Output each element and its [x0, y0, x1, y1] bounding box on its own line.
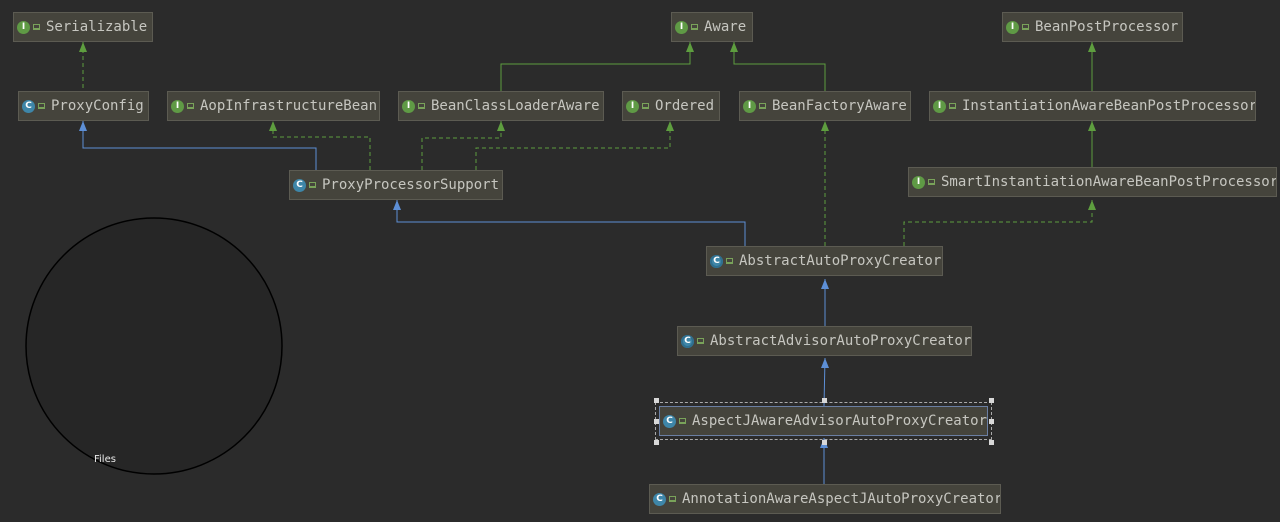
edge-bcla-aware	[500, 42, 691, 91]
node-label: AopInfrastructureBean	[200, 98, 378, 114]
node-proxy-processor-support[interactable]: C ProxyProcessorSupport	[289, 170, 503, 200]
edge-aapc-pps	[396, 200, 746, 246]
visibility-icon	[669, 496, 676, 502]
files-label: Files	[94, 454, 116, 465]
interface-icon: I	[933, 99, 946, 113]
green-arrowheads	[79, 42, 1096, 210]
interface-icon: I	[675, 20, 688, 34]
node-aware[interactable]: I Aware	[671, 12, 753, 42]
visibility-icon	[697, 338, 704, 344]
class-icon: C	[653, 492, 666, 506]
implements-edges	[82, 42, 1093, 246]
arrowhead	[79, 121, 87, 131]
edge-pps-ordered	[475, 121, 671, 170]
node-label: ProxyConfig	[51, 98, 144, 114]
visibility-icon	[309, 182, 316, 188]
visibility-icon	[33, 24, 40, 30]
abstract-class-icon: C	[710, 254, 723, 268]
node-label: BeanClassLoaderAware	[431, 98, 600, 114]
edge-pps-beanclassloaderaware	[421, 121, 502, 170]
node-aspectj-aware-advisor-auto-proxy-creator[interactable]: C AspectJAwareAdvisorAutoProxyCreator	[655, 402, 992, 440]
node-label: BeanFactoryAware	[772, 98, 907, 114]
selection-handle-middle-right[interactable]	[989, 419, 994, 424]
node-ordered[interactable]: I Ordered	[622, 91, 720, 121]
arrowhead	[497, 121, 505, 131]
visibility-icon	[679, 418, 686, 424]
interface-icon: I	[912, 175, 925, 189]
node-label: AbstractAutoProxyCreator	[739, 253, 942, 269]
interface-icon: I	[402, 99, 415, 113]
node-instantiation-aware-bpp[interactable]: I InstantiationAwareBeanPostProcessor	[929, 91, 1256, 121]
arrowhead	[821, 279, 829, 289]
arrowhead	[821, 121, 829, 131]
node-proxy-config[interactable]: C ProxyConfig	[18, 91, 149, 121]
node-label: AnnotationAwareAspectJAutoProxyCreator	[682, 491, 1001, 507]
selection-handle-top-left[interactable]	[654, 398, 659, 403]
node-label: Aware	[704, 19, 747, 35]
node-label: SmartInstantiationAwareBeanPostProcessor	[941, 174, 1277, 190]
node-annotation-aware-aspectj-auto-proxy-creator[interactable]: C AnnotationAwareAspectJAutoProxyCreator	[649, 484, 1001, 514]
class-icon: C	[663, 414, 676, 428]
edge-pps-aopinfrastructurebean	[272, 121, 371, 170]
interface-icon: I	[626, 99, 639, 113]
visibility-icon	[187, 103, 194, 109]
visibility-icon	[691, 24, 698, 30]
visibility-icon	[642, 103, 649, 109]
node-label: ProxyProcessorSupport	[322, 177, 500, 193]
visibility-icon	[726, 258, 733, 264]
node-label: Serializable	[46, 19, 148, 35]
edge-aapc-smartinstantiation	[903, 200, 1093, 246]
arrowhead	[1088, 200, 1096, 210]
arrowhead	[666, 121, 674, 131]
selection-handle-top-right[interactable]	[989, 398, 994, 403]
node-bean-post-processor[interactable]: I BeanPostProcessor	[1002, 12, 1183, 42]
class-icon: C	[22, 99, 35, 113]
node-label: BeanPostProcessor	[1035, 19, 1179, 35]
visibility-icon	[38, 103, 45, 109]
node-label: AbstractAdvisorAutoProxyCreator	[710, 333, 972, 349]
visibility-icon	[928, 179, 935, 185]
arrowhead	[730, 42, 738, 52]
arrowhead	[686, 42, 694, 52]
interface-icon: I	[743, 99, 756, 113]
arrowhead	[393, 200, 401, 210]
arrowhead	[269, 121, 277, 131]
node-label: AspectJAwareAdvisorAutoProxyCreator	[692, 413, 988, 429]
visibility-icon	[1022, 24, 1029, 30]
abstract-class-icon: C	[681, 334, 694, 348]
node-bean-class-loader-aware[interactable]: I BeanClassLoaderAware	[398, 91, 604, 121]
visibility-icon	[949, 103, 956, 109]
node-aop-infrastructure-bean[interactable]: I AopInfrastructureBean	[167, 91, 380, 121]
edge-pps-proxyconfig	[82, 121, 317, 170]
interface-icon: I	[171, 99, 184, 113]
overlay-circle	[25, 217, 283, 475]
node-abstract-advisor-auto-proxy-creator[interactable]: C AbstractAdvisorAutoProxyCreator	[677, 326, 972, 356]
arrowhead	[1088, 121, 1096, 131]
interface-icon: I	[1006, 20, 1019, 34]
node-serializable[interactable]: I Serializable	[13, 12, 153, 42]
arrowhead	[79, 42, 87, 52]
selection-handle-top-middle[interactable]	[822, 398, 827, 403]
visibility-icon	[759, 103, 766, 109]
node-smart-instantiation-aware-bpp[interactable]: I SmartInstantiationAwareBeanPostProcess…	[908, 167, 1277, 197]
node-label: Ordered	[655, 98, 715, 114]
node-label: InstantiationAwareBeanPostProcessor	[962, 98, 1256, 114]
visibility-icon	[418, 103, 425, 109]
arrowhead	[821, 358, 829, 368]
edge-bfa-aware	[733, 42, 826, 91]
selection-handle-middle-left[interactable]	[654, 419, 659, 424]
selection-handle-bottom-left[interactable]	[654, 440, 659, 445]
selection-handle-bottom-right[interactable]	[989, 440, 994, 445]
node-bean-factory-aware[interactable]: I BeanFactoryAware	[739, 91, 911, 121]
interface-icon: I	[17, 20, 30, 34]
class-icon: C	[293, 178, 306, 192]
node-abstract-auto-proxy-creator[interactable]: C AbstractAutoProxyCreator	[706, 246, 943, 276]
arrowhead	[1088, 42, 1096, 52]
selection-handle-bottom-middle[interactable]	[822, 440, 827, 445]
